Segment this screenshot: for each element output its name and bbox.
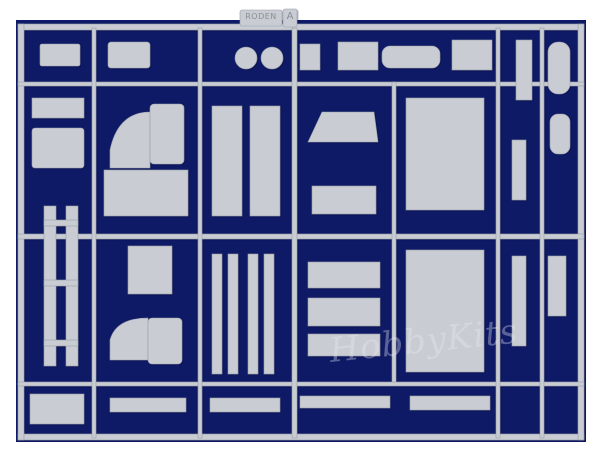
- sprue-letter: A: [286, 11, 294, 22]
- brand-tag-plate: [239, 9, 283, 27]
- sprue-frame: [17, 23, 585, 441]
- background-panel: [16, 20, 586, 442]
- top-row-parts: [39, 39, 571, 101]
- cab-and-fenders: [109, 103, 185, 365]
- large-panels: [405, 97, 485, 373]
- brand-tag: RODEN: [245, 12, 277, 21]
- right-column-parts: [511, 113, 571, 347]
- right-center-parts: [307, 111, 381, 357]
- bottom-row-parts: [29, 393, 491, 425]
- sprue-letter-plate: [282, 8, 298, 28]
- left-column-parts: [31, 97, 189, 367]
- slatted-panels: [211, 105, 281, 375]
